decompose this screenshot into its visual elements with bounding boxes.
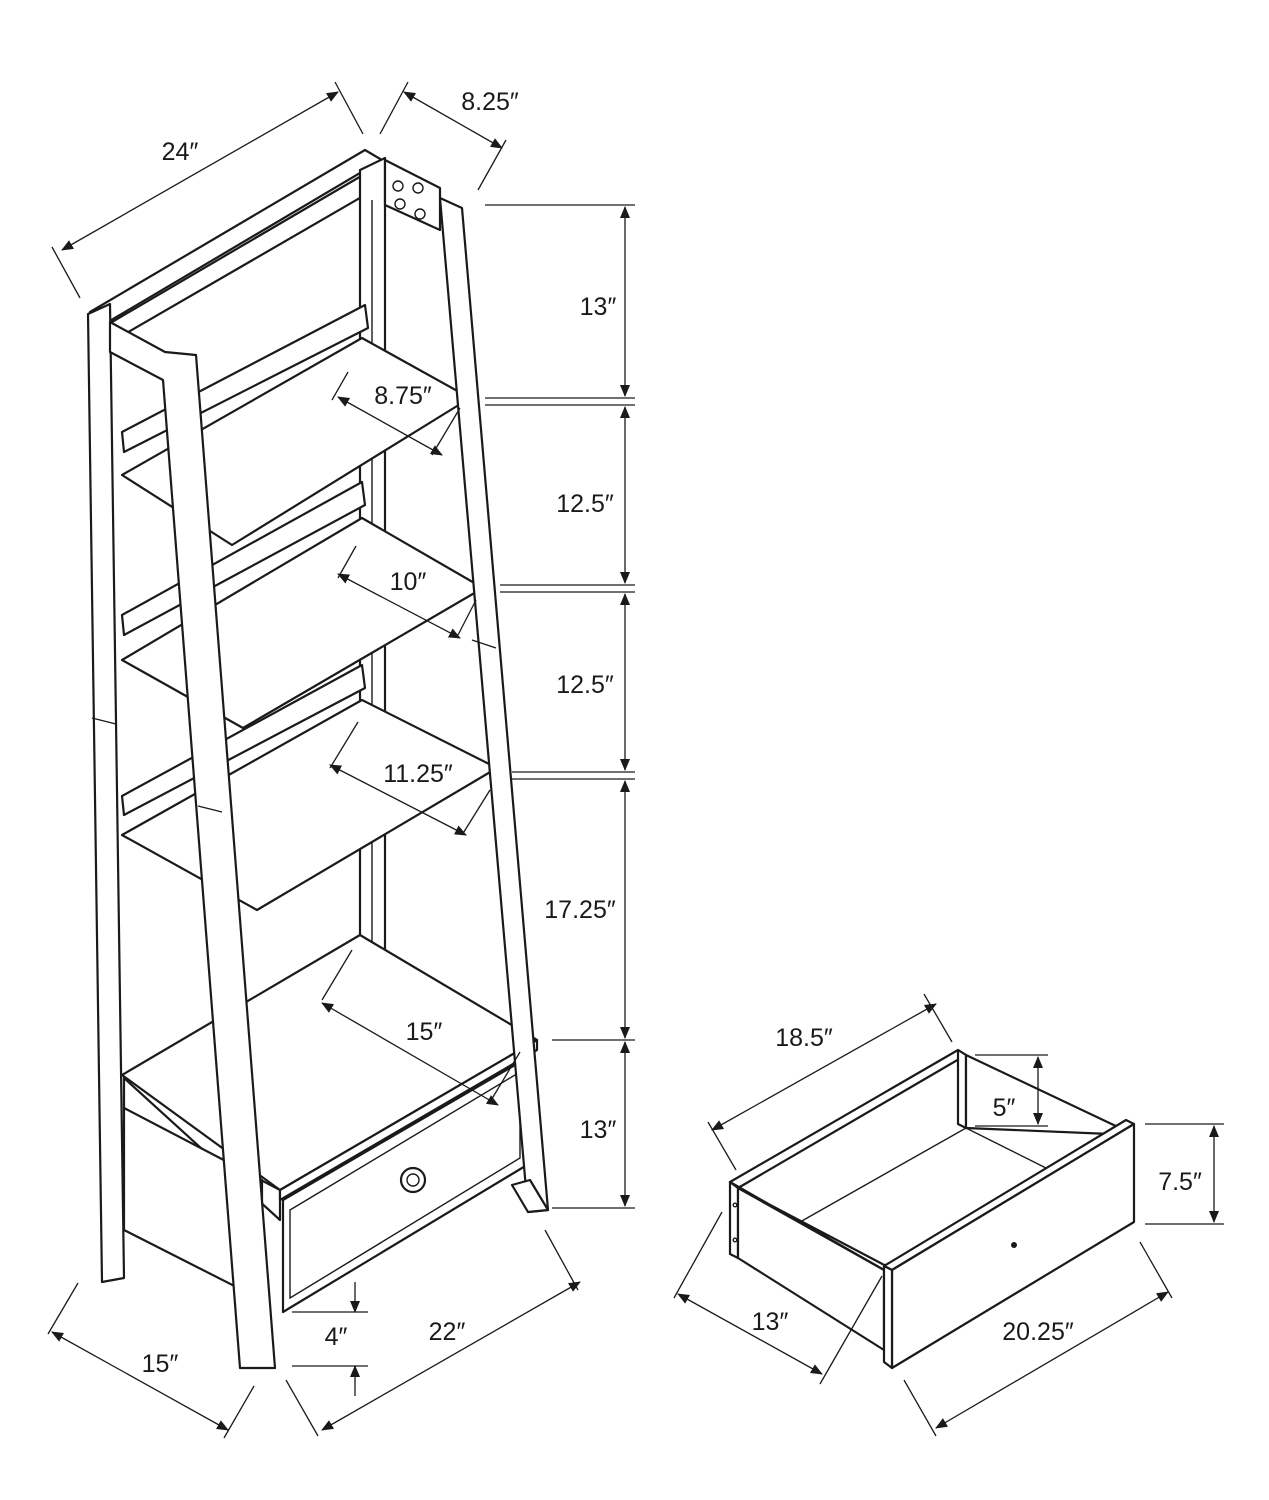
back-bracket bbox=[383, 158, 442, 232]
shelf-4-depth-label: 15″ bbox=[406, 1018, 443, 1046]
ladder-bookcase bbox=[86, 148, 550, 1370]
drawer-length-label: 18.5″ bbox=[775, 1024, 833, 1052]
top-rail-face bbox=[110, 163, 386, 340]
floor-clearance-label: 4″ bbox=[325, 1323, 348, 1351]
drawer-back-top bbox=[728, 1048, 968, 1190]
drawer-front-width-label: 20.25″ bbox=[1002, 1318, 1074, 1346]
drawer-front-height-label: 7.5″ bbox=[1158, 1168, 1202, 1196]
bookcase-dimensions: 24″ 8.25″ 13″ 12.5″ 12.5″ 17.25″ 13″ 8.7… bbox=[47, 81, 635, 1439]
gap-5-label: 13″ bbox=[580, 1116, 617, 1144]
gap-4-label: 17.25″ bbox=[544, 896, 616, 924]
top-rail bbox=[88, 148, 384, 324]
drawer-dimensions: 18.5″ 5″ 7.5″ 13″ 20.25″ bbox=[673, 993, 1224, 1437]
left-back-leg bbox=[86, 302, 126, 1284]
shelf-3 bbox=[120, 698, 499, 912]
drawer-depth-label: 13″ bbox=[752, 1308, 789, 1336]
shelf-2-depth-label: 10″ bbox=[390, 568, 427, 596]
depth-top-label: 8.25″ bbox=[461, 88, 519, 116]
gap-1-label: 13″ bbox=[580, 293, 617, 321]
base-depth-label: 15″ bbox=[142, 1350, 179, 1378]
drawer-inner-height-label: 5″ bbox=[993, 1094, 1016, 1122]
drawer-right-side-top bbox=[964, 1053, 1122, 1136]
shelf-1-depth-label: 8.75″ bbox=[374, 382, 432, 410]
shelf-3-depth-label: 11.25″ bbox=[383, 760, 453, 788]
gap-2-label: 12.5″ bbox=[556, 490, 614, 518]
width-label: 24″ bbox=[162, 138, 199, 166]
gap-3-label: 12.5″ bbox=[556, 671, 614, 699]
knob-icon bbox=[399, 1166, 427, 1194]
base-width-label: 22″ bbox=[429, 1318, 466, 1346]
drawer-knob-hole-icon bbox=[1011, 1242, 1017, 1248]
shelf-3-back bbox=[120, 663, 367, 817]
